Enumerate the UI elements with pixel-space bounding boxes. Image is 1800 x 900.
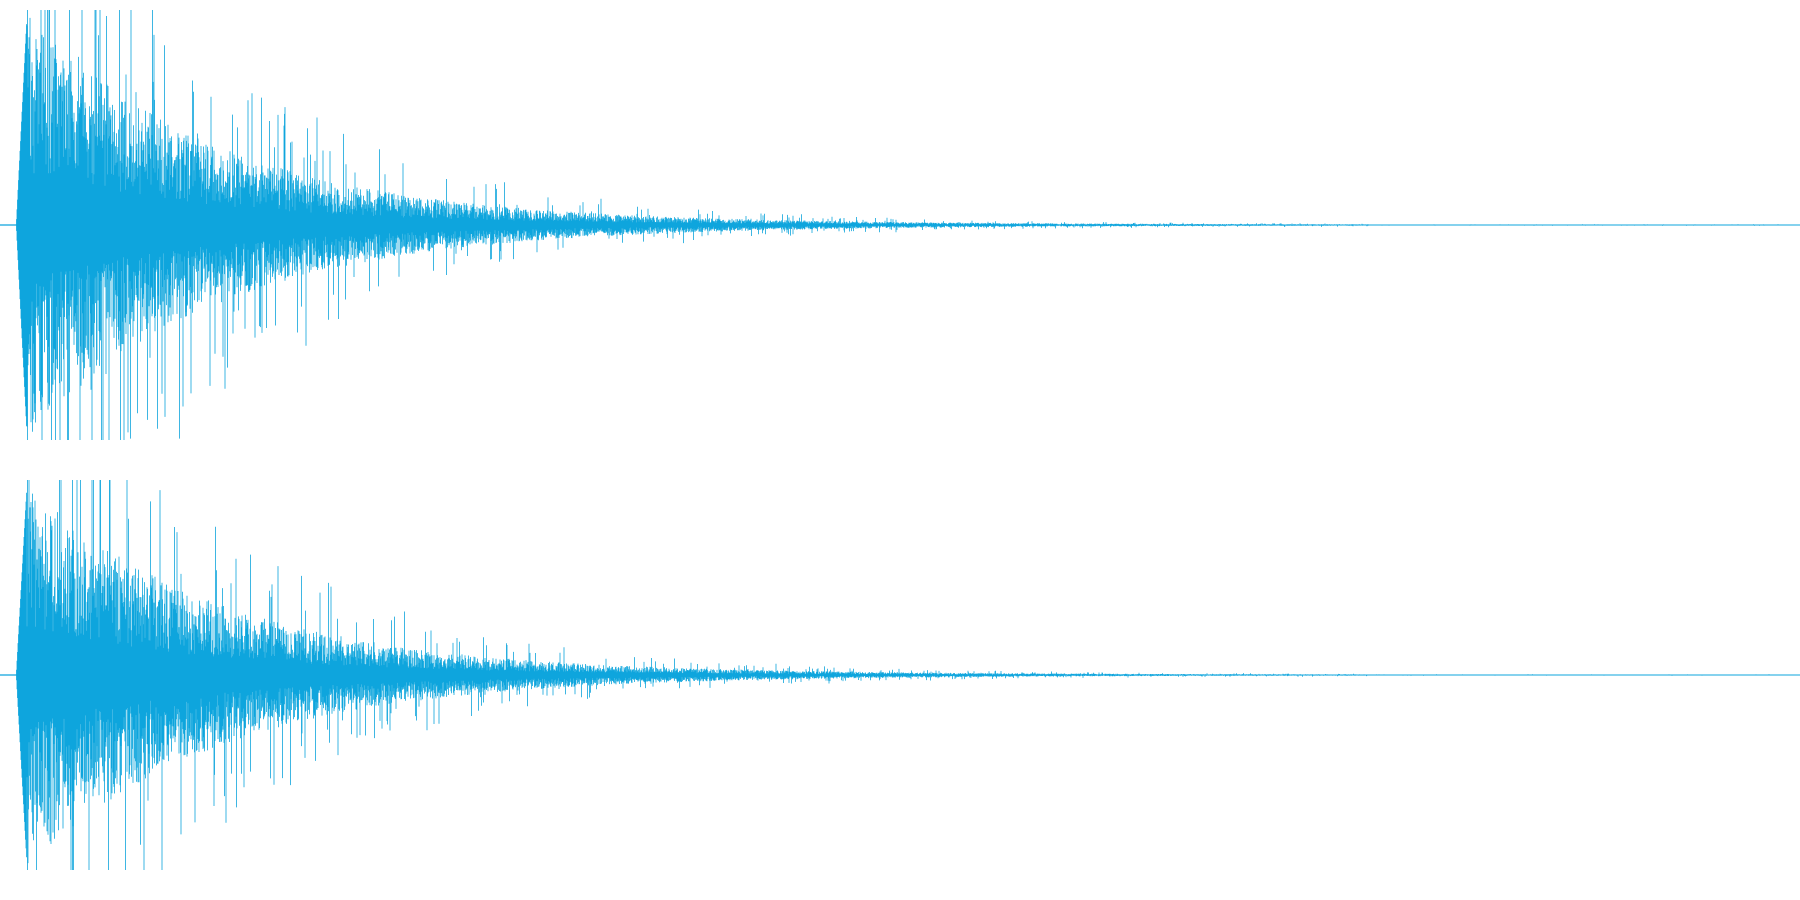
waveform-channel-right[interactable] [0,480,1800,870]
waveform-channel-left[interactable] [0,10,1800,440]
channel-left-waveform [0,10,1800,440]
channel-right-waveform [0,480,1800,870]
